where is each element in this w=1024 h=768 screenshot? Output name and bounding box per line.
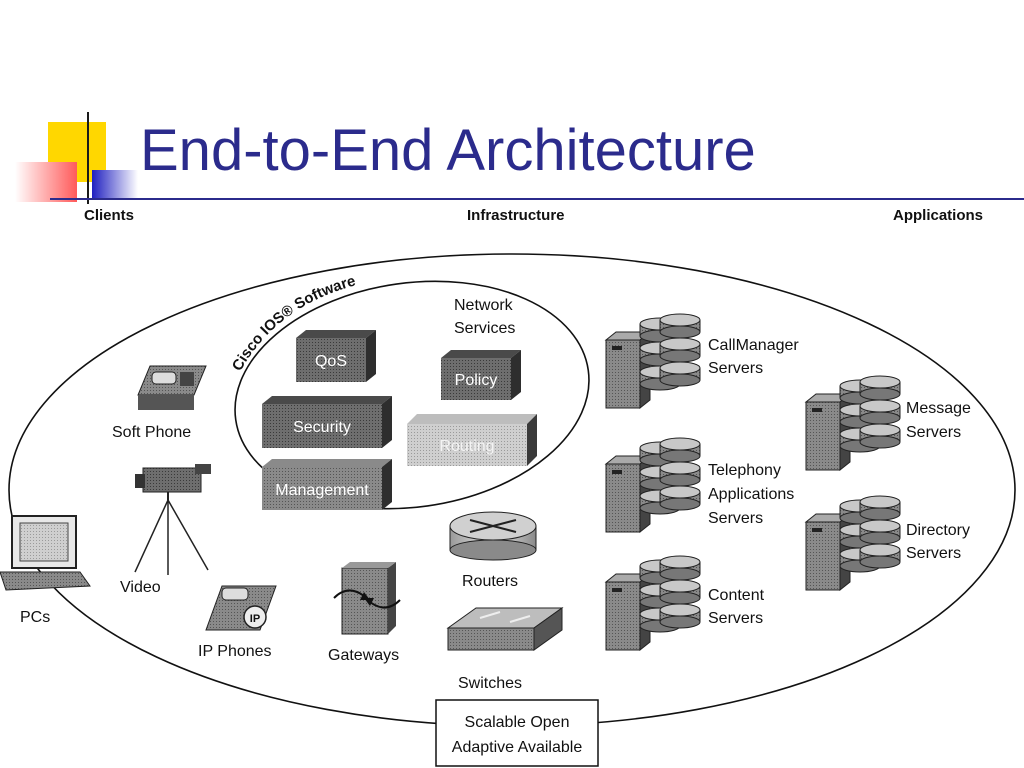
content-server-icon bbox=[604, 555, 701, 652]
directory-label-line2: Servers bbox=[906, 545, 961, 562]
header-clients: Clients bbox=[84, 207, 134, 224]
ip-phones-label: IP Phones bbox=[198, 643, 272, 660]
header-infrastructure: Infrastructure bbox=[467, 207, 565, 224]
management-box: Management bbox=[262, 459, 392, 510]
scalable-box-line1: Scalable Open bbox=[465, 714, 570, 731]
gateways-label: Gateways bbox=[328, 647, 399, 664]
routing-box: Routing bbox=[407, 414, 537, 466]
gateway-icon bbox=[333, 562, 401, 635]
routers-label: Routers bbox=[462, 573, 518, 590]
policy-box: Policy bbox=[441, 350, 521, 400]
callmanager-server-icon bbox=[604, 313, 701, 410]
directory-server-icon bbox=[804, 495, 901, 592]
telephony-label-line3: Servers bbox=[708, 510, 763, 527]
qos-label: QoS bbox=[315, 353, 347, 370]
network-services-label-line2: Services bbox=[454, 320, 515, 337]
router-icon bbox=[449, 511, 537, 561]
pc-icon bbox=[0, 515, 91, 591]
routing-label: Routing bbox=[439, 438, 494, 455]
callmanager-label-line1: CallManager bbox=[708, 337, 799, 354]
ip-badge: IP bbox=[250, 613, 260, 625]
header-applications: Applications bbox=[893, 207, 983, 224]
decor-vertical-line bbox=[87, 112, 89, 204]
message-label-line2: Servers bbox=[906, 424, 961, 441]
soft-phone-label: Soft Phone bbox=[112, 424, 191, 441]
telephony-server-icon bbox=[604, 437, 701, 534]
decor-red-gradient bbox=[15, 162, 77, 202]
decor-blue-gradient bbox=[92, 170, 138, 200]
scalable-box: Scalable Open Adaptive Available bbox=[435, 699, 599, 767]
video-label: Video bbox=[120, 579, 161, 596]
management-label: Management bbox=[275, 482, 369, 499]
pcs-label: PCs bbox=[20, 609, 50, 626]
security-box: Security bbox=[262, 396, 392, 448]
qos-box: QoS bbox=[296, 330, 376, 382]
video-camera-icon bbox=[134, 464, 211, 575]
scalable-box-line2: Adaptive Available bbox=[452, 739, 583, 756]
ios-ellipse bbox=[234, 280, 590, 510]
policy-label: Policy bbox=[455, 372, 498, 389]
network-services-label-line1: Network bbox=[454, 297, 514, 314]
directory-label-line1: Directory bbox=[906, 522, 970, 539]
slide-title: End-to-End Architecture bbox=[140, 118, 756, 183]
ip-phone-icon: IP bbox=[205, 585, 277, 631]
soft-phone-icon bbox=[137, 365, 207, 410]
switch-icon bbox=[446, 607, 564, 651]
telephony-label-line2: Applications bbox=[708, 486, 794, 503]
security-label: Security bbox=[293, 419, 351, 436]
title-rule bbox=[50, 198, 1024, 200]
telephony-label-line1: Telephony bbox=[708, 462, 781, 479]
content-label-line2: Servers bbox=[708, 610, 763, 627]
callmanager-label-line2: Servers bbox=[708, 360, 763, 377]
content-label-line1: Content bbox=[708, 587, 765, 604]
message-label-line1: Message bbox=[906, 400, 971, 417]
switches-label: Switches bbox=[458, 675, 522, 692]
message-server-icon bbox=[804, 375, 901, 472]
